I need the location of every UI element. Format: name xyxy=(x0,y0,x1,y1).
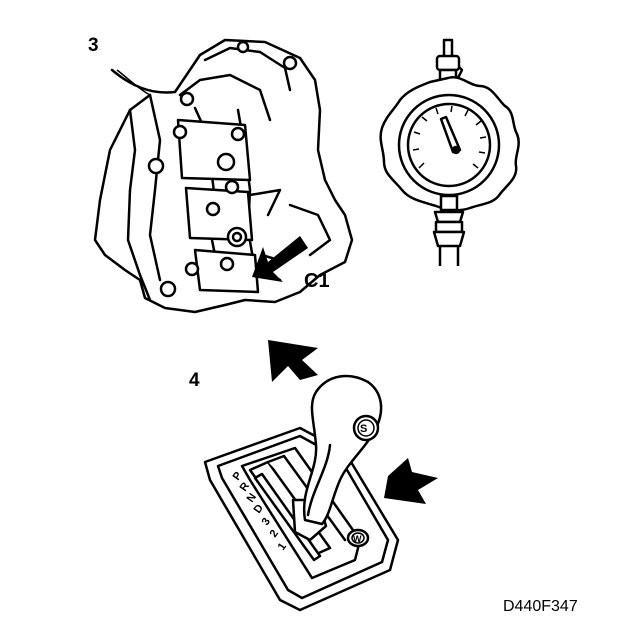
sport-button-label: S xyxy=(360,423,367,435)
gear-label-2: 2 xyxy=(268,528,281,540)
step-3-label: 3 xyxy=(88,35,99,56)
winter-button-label: W xyxy=(353,534,362,544)
figure-code: D440F347 xyxy=(503,598,578,615)
direction-arrow-up-icon xyxy=(268,340,318,382)
c1-label: C1 xyxy=(304,270,330,292)
label-3-leader xyxy=(116,69,151,96)
transmission-housing-icon xyxy=(93,38,354,314)
step-4-label: 4 xyxy=(189,370,200,391)
direction-arrow-down-right-icon xyxy=(384,458,438,504)
gear-label-3: 3 xyxy=(260,516,273,528)
c1-arrow-icon xyxy=(252,236,308,282)
pressure-gauge-icon xyxy=(379,38,520,266)
gear-label-1: 1 xyxy=(276,541,289,553)
gear-selector-icon xyxy=(203,374,400,612)
